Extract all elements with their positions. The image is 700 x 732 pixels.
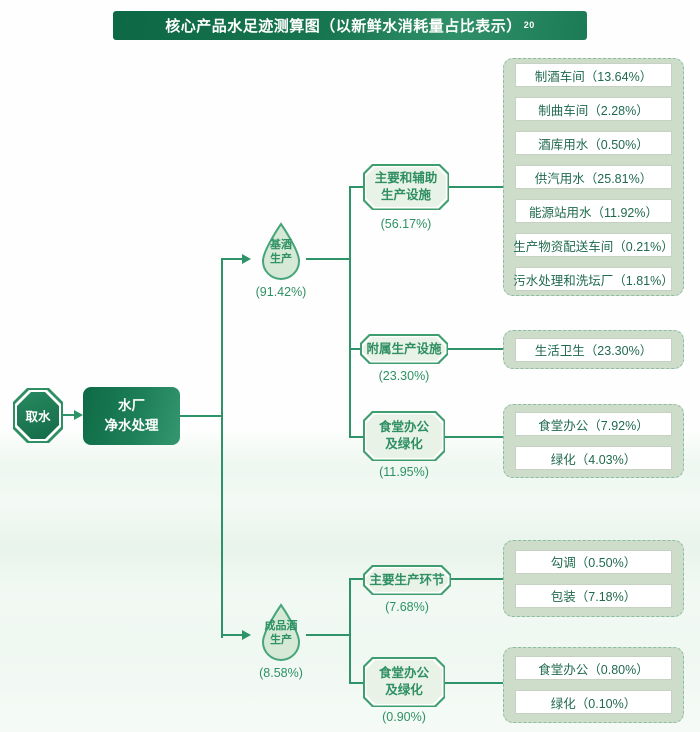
node-fill <box>366 167 446 207</box>
plant-label-line2: 净水处理 <box>104 418 159 433</box>
leaf-group-canteen-top: 食堂办公（7.92%） 绿化（4.03%） <box>503 404 684 478</box>
connector-line <box>351 578 363 580</box>
leaf-item: 制曲车间（2.28%） <box>515 97 672 121</box>
intake-node: 取水 <box>13 388 63 443</box>
leaf-item: 能源站用水（11.92%） <box>515 199 672 223</box>
water-drop-icon <box>261 603 301 661</box>
node-fill <box>366 660 442 704</box>
arrow-right-icon <box>242 630 251 640</box>
connector-line <box>349 186 351 438</box>
connector-line <box>451 578 503 580</box>
stage-node-finished-liquor: 成品酒 生产 <box>256 603 306 661</box>
node-fill <box>366 568 448 592</box>
leaf-group-canteen-bottom: 食堂办公（0.80%） 绿化（0.10%） <box>503 647 684 723</box>
connector-line <box>223 258 243 260</box>
percent-label-base: (91.42%) <box>255 285 307 299</box>
leaf-item: 酒库用水（0.50%） <box>515 131 672 155</box>
mid-main-aux-line2: 生产设施 <box>380 188 431 202</box>
connector-line <box>351 436 363 438</box>
connector-line <box>221 258 223 638</box>
connector-line <box>445 682 503 684</box>
mid-canteen-bottom-line2: 及绿化 <box>385 683 423 697</box>
stage-finished-line1: 成品酒 <box>264 620 298 632</box>
plant-node: 水厂 净水处理 <box>83 387 180 445</box>
node-fill <box>363 337 445 361</box>
leaf-item: 生活卫生（23.30%） <box>515 337 672 362</box>
mid-node-main-steps: 主要生产环节 <box>363 565 451 595</box>
mid-attached-line1: 附属生产设施 <box>366 341 442 356</box>
stage-base-line1: 基酒 <box>270 239 292 251</box>
title-footnote-superscript: 20 <box>523 19 535 30</box>
percent-label-canteen-top: (11.95%) <box>379 465 429 479</box>
mid-node-main-aux: 主要和辅助 生产设施 <box>363 164 449 210</box>
water-drop-icon <box>261 222 301 280</box>
leaf-item: 绿化（4.03%） <box>515 446 672 470</box>
leaf-group-attached: 生活卫生（23.30%） <box>503 330 684 369</box>
leaf-group-main-aux: 制酒车间（13.64%） 制曲车间（2.28%） 酒库用水（0.50%） 供汽用… <box>503 58 684 296</box>
percent-label-main-aux: (56.17%) <box>380 217 432 231</box>
stage-node-base-liquor: 基酒 生产 <box>256 222 306 280</box>
stage-finished-line2: 生产 <box>270 633 292 646</box>
plant-label-line1: 水厂 <box>118 397 145 413</box>
percent-label-canteen-bottom: (0.90%) <box>382 710 426 724</box>
connector-line <box>223 634 243 636</box>
leaf-item: 食堂办公（7.92%） <box>515 412 672 436</box>
connector-line <box>351 186 363 188</box>
leaf-group-main-steps: 勾调（0.50%） 包装（7.18%） <box>503 540 684 617</box>
percent-label-main-steps: (7.68%) <box>385 600 429 614</box>
mid-node-canteen-bottom: 食堂办公 及绿化 <box>363 657 445 707</box>
mid-canteen-top-line2: 及绿化 <box>385 437 423 451</box>
connector-line <box>180 415 222 417</box>
connector-line <box>306 258 350 260</box>
connector-line <box>306 634 350 636</box>
octagon-fill <box>17 392 59 439</box>
mid-canteen-bottom-line1: 食堂办公 <box>378 666 429 681</box>
mid-main-aux-line1: 主要和辅助 <box>374 171 438 186</box>
mid-node-canteen-top: 食堂办公 及绿化 <box>363 411 445 461</box>
mid-canteen-top-line1: 食堂办公 <box>378 420 429 435</box>
leaf-item: 绿化（0.10%） <box>515 690 672 714</box>
connector-line <box>351 682 363 684</box>
connector-line <box>349 578 351 684</box>
diagram-title: 核心产品水足迹测算图（以新鲜水消耗量占比表示） <box>165 18 522 35</box>
mid-node-attached: 附属生产设施 <box>360 334 448 364</box>
connector-line <box>63 414 75 416</box>
leaf-item: 食堂办公（0.80%） <box>515 656 672 680</box>
connector-line <box>448 348 503 350</box>
leaf-item: 生产物资配送车间（0.21%） <box>513 233 674 257</box>
mid-main-steps-line1: 主要生产环节 <box>369 572 445 587</box>
arrow-right-icon <box>74 410 83 420</box>
intake-label: 取水 <box>25 410 51 424</box>
arrow-right-icon <box>242 254 251 264</box>
connector-line <box>449 186 503 188</box>
percent-label-attached: (23.30%) <box>378 369 430 383</box>
percent-label-finished: (8.58%) <box>259 666 303 680</box>
stage-base-line2: 生产 <box>270 252 292 265</box>
leaf-item: 勾调（0.50%） <box>515 549 672 574</box>
leaf-item: 制酒车间（13.64%） <box>515 63 672 87</box>
leaf-item: 污水处理和洗坛厂（1.81%） <box>513 267 674 291</box>
connector-line <box>351 348 360 350</box>
node-fill <box>366 414 442 458</box>
leaf-item: 包装（7.18%） <box>515 583 672 608</box>
leaf-item: 供汽用水（25.81%） <box>515 165 672 189</box>
connector-line <box>445 436 503 438</box>
diagram-title-bar: 核心产品水足迹测算图（以新鲜水消耗量占比表示）20 <box>113 11 587 40</box>
